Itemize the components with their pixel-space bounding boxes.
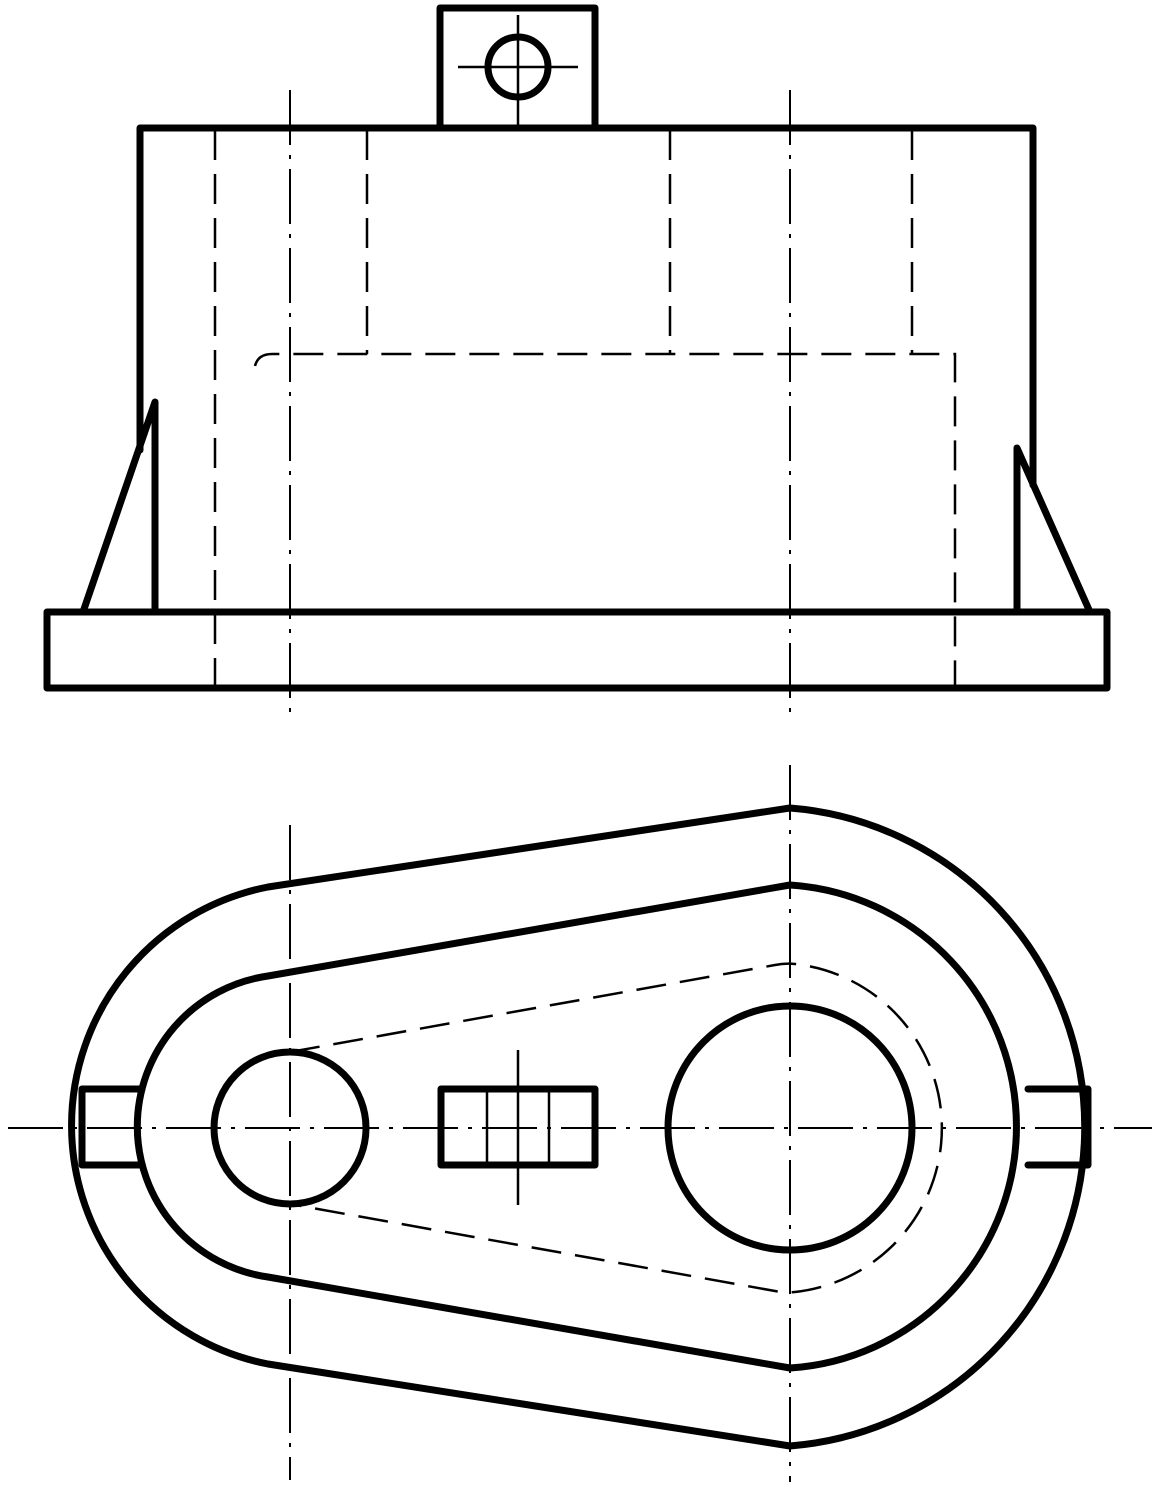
hidden-cavity [289, 962, 944, 1294]
right-rib [1013, 444, 1094, 616]
left-tab [78, 1085, 146, 1169]
hidden-line-cavity [253, 352, 957, 688]
left-rib [79, 398, 159, 616]
base-plate [43, 608, 1111, 692]
top-view [8, 765, 1152, 1482]
outer-contour [68, 804, 1089, 1450]
front-view [43, 4, 1111, 718]
top-lug-outline [436, 4, 599, 132]
inner-contour [133, 881, 1020, 1372]
main-body-outline [136, 124, 1037, 489]
